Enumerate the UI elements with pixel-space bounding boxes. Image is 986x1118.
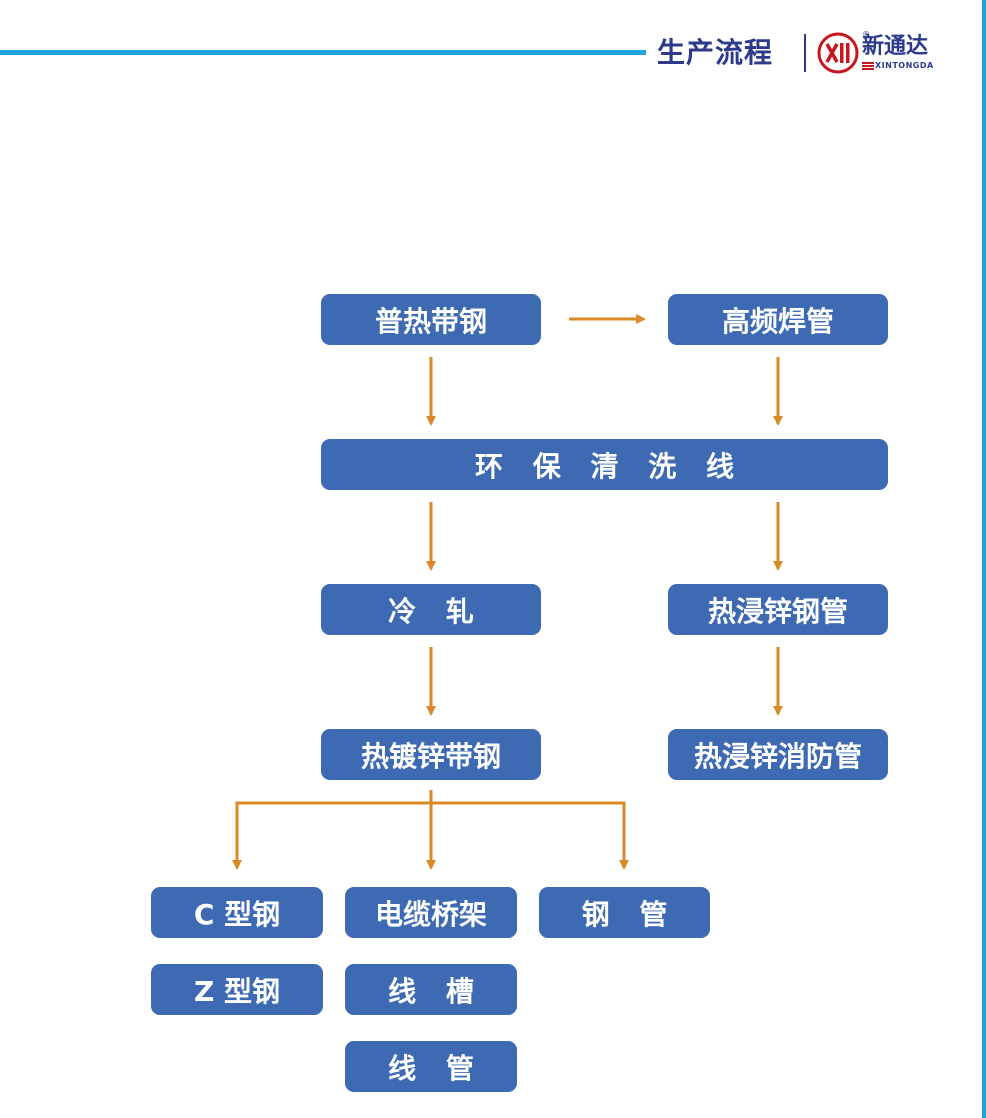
- company-logo: ® 新通达 XINTONGDA: [817, 30, 947, 74]
- arrow-branch-steel-pipe: [431, 801, 629, 870]
- node-cleaning-line: 环 保 清 洗 线: [321, 439, 888, 490]
- logo-chinese-name: 新通达: [862, 34, 929, 59]
- logo-mark-icon: [817, 32, 859, 74]
- node-hot-strip: 普热带钢: [321, 294, 541, 345]
- header-divider: [804, 34, 806, 72]
- node-wire-conduit: 线 管: [345, 1041, 517, 1092]
- node-hf-welded: 高频焊管: [668, 294, 888, 345]
- node-steel-pipe: 钢 管: [539, 887, 710, 938]
- header-accent-line: [0, 50, 646, 55]
- node-wire-trough: 线 槽: [345, 964, 517, 1015]
- logo-english-name: XINTONGDA: [875, 61, 934, 70]
- logo-bars: [862, 62, 874, 70]
- arrow-branch-c-steel: [232, 790, 433, 870]
- registered-mark: ®: [862, 30, 870, 39]
- node-cable-tray: 电缆桥架: [345, 887, 517, 938]
- node-galv-strip: 热镀锌带钢: [321, 729, 541, 780]
- node-c-steel: C 型钢: [151, 887, 323, 938]
- page-title: 生产流程: [657, 36, 774, 69]
- node-cold-roll: 冷 轧: [321, 584, 541, 635]
- right-edge-stripe: [982, 0, 986, 1118]
- node-fire-pipe: 热浸锌消防管: [668, 729, 888, 780]
- node-hot-dip-pipe: 热浸锌钢管: [668, 584, 888, 635]
- node-z-steel: Z 型钢: [151, 964, 323, 1015]
